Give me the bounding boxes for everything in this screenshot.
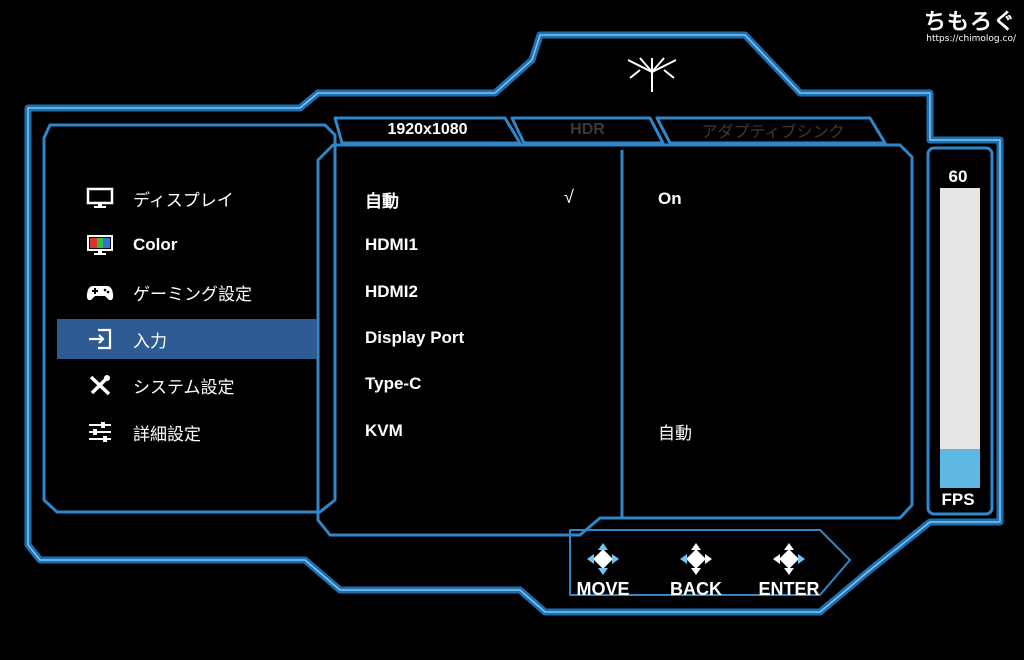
tab-adaptive-sync[interactable]: アダプティブシンク <box>701 124 845 141</box>
tab-hdr[interactable]: HDR <box>570 121 605 138</box>
sidebar-item-color[interactable]: Color <box>57 225 317 265</box>
sidebar-item-label: ディスプレイ <box>133 190 234 210</box>
input-option-displayport[interactable]: Display Port <box>365 328 465 347</box>
sidebar-item-advanced[interactable]: 詳細設定 <box>57 412 317 452</box>
back-button[interactable]: BACK <box>651 542 741 600</box>
enter-button[interactable]: ENTER <box>744 542 834 600</box>
sidebar-item-label: Color <box>133 235 178 254</box>
color-icon <box>85 233 115 257</box>
sidebar-item-display[interactable]: ディスプレイ <box>57 178 317 218</box>
watermark-url: https://chimolog.co/ <box>926 34 1016 44</box>
input-option-kvm[interactable]: KVM <box>365 421 403 440</box>
input-option-hdmi1[interactable]: HDMI1 <box>365 235 418 254</box>
sidebar-item-system[interactable]: システム設定 <box>57 365 317 405</box>
sliders-icon <box>85 420 115 444</box>
move-button[interactable]: MOVE <box>558 542 648 600</box>
input-option-typec[interactable]: Type-C <box>365 374 422 393</box>
monitor-icon <box>85 186 115 210</box>
nav-label: MOVE <box>576 579 630 599</box>
input-option-hdmi2[interactable]: HDMI2 <box>365 282 418 301</box>
input-option-auto[interactable]: 自動 <box>365 191 399 211</box>
auto-value: On <box>658 189 682 208</box>
sidebar-item-label: システム設定 <box>133 377 235 397</box>
fps-value: 60 <box>948 167 968 186</box>
nav-label: BACK <box>670 579 722 599</box>
fps-gauge <box>940 188 980 488</box>
tab-resolution[interactable]: 1920x1080 <box>387 121 468 138</box>
tools-icon <box>85 373 115 397</box>
brand-logo-icon <box>627 57 677 92</box>
sidebar-item-gaming[interactable]: ゲーミング設定 <box>57 272 317 312</box>
fps-label: FPS <box>941 490 975 509</box>
dpad-back-icon <box>651 542 741 576</box>
gamepad-icon <box>85 280 115 304</box>
dpad-enter-icon <box>744 542 834 576</box>
input-icon <box>85 327 115 351</box>
watermark: ちもろぐ https://chimolog.co/ <box>924 4 1016 44</box>
fps-gauge-fill <box>940 449 980 488</box>
selected-check-icon: √ <box>564 187 574 207</box>
sidebar-item-label: ゲーミング設定 <box>133 284 252 304</box>
sidebar-item-label: 詳細設定 <box>133 424 201 444</box>
kvm-value: 自動 <box>658 423 692 443</box>
sidebar-item-input[interactable]: 入力 <box>57 319 317 359</box>
nav-label: ENTER <box>758 579 820 599</box>
dpad-move-icon <box>558 542 648 576</box>
watermark-brand: ちもろぐ <box>923 10 1016 35</box>
sidebar-item-label: 入力 <box>133 331 167 351</box>
